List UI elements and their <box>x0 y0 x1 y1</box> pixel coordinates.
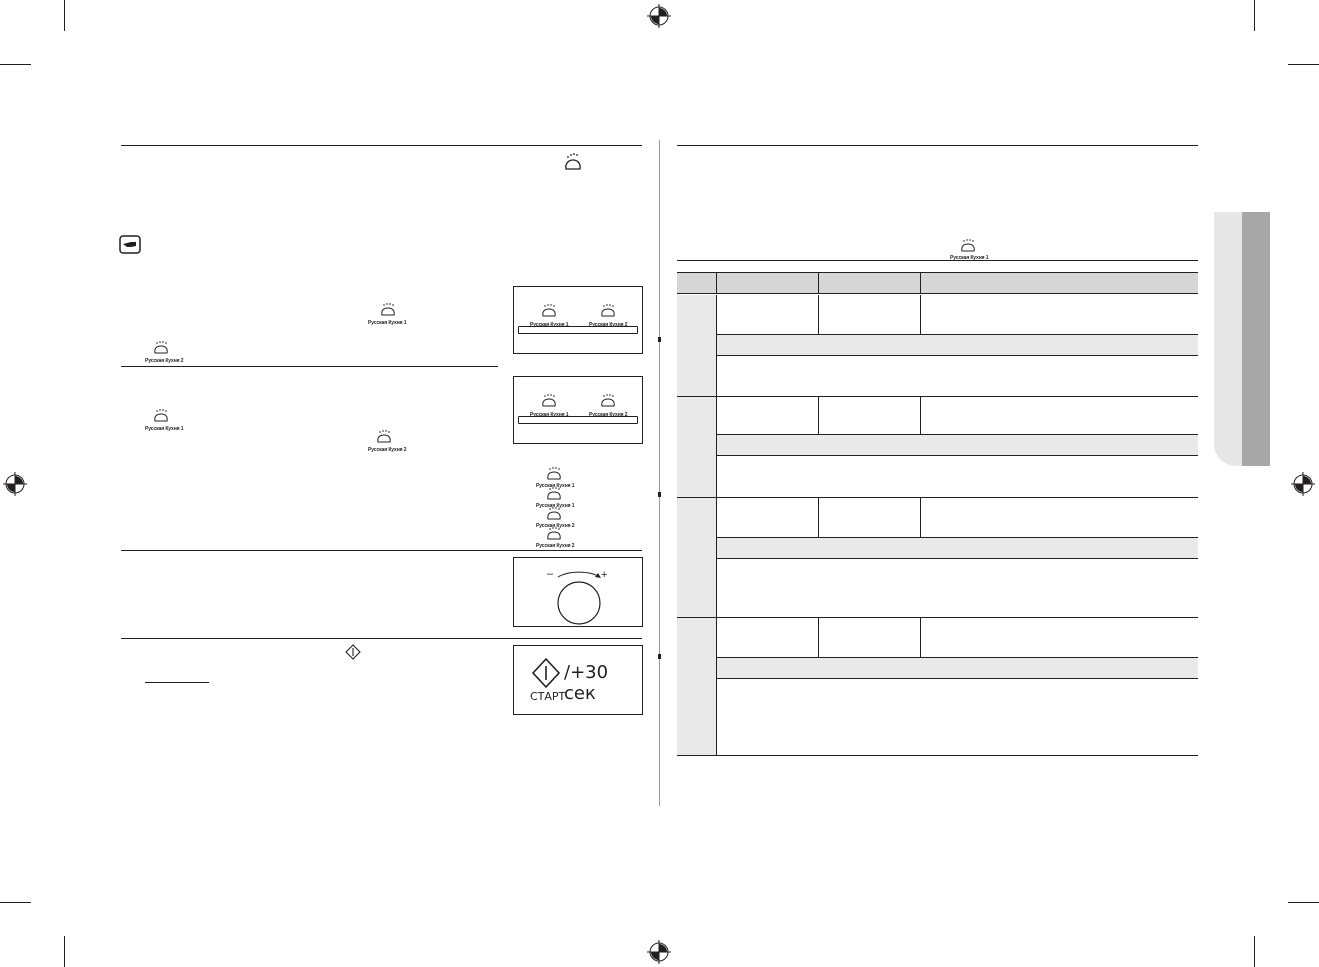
table-number-divider <box>716 295 717 755</box>
crop-mark <box>1254 936 1255 967</box>
table-header-divider <box>920 272 921 294</box>
underline-rule <box>145 682 209 683</box>
start-icon <box>531 657 561 689</box>
icon-label: Русская Кухня 1 <box>145 426 184 432</box>
registration-mark-icon <box>3 472 27 496</box>
table-header-divider <box>716 272 717 294</box>
icon-label: Русская Кухня 2 <box>368 447 407 453</box>
section-rule <box>677 260 1198 261</box>
table-instruction-band <box>717 657 1198 679</box>
start-button-illustration: /+30 сек СТАРТ <box>513 645 643 715</box>
icon-label: Русская Кухня 1 <box>536 483 575 489</box>
icon-label: Русская Кухня 2 <box>536 523 575 529</box>
page-divider <box>659 140 660 806</box>
display-bar <box>518 326 638 334</box>
cuisine-1-button: Русская Кухня 1 <box>530 393 570 418</box>
icon-label: Русская Кухня 2 <box>589 322 628 328</box>
table-bottom-rule <box>677 755 1198 756</box>
side-tab-light <box>1214 212 1242 466</box>
table-cell-divider <box>920 498 921 537</box>
icon-label: Русская Кухня 2 <box>589 412 628 418</box>
divider-tick <box>658 654 661 659</box>
crop-mark <box>0 902 31 903</box>
table-header <box>677 272 1198 294</box>
inline-cuisine-1-icon: Русская Кухня 1 <box>368 302 408 326</box>
table-cell-divider <box>818 295 819 334</box>
crop-mark <box>64 936 65 967</box>
table-cell-divider <box>920 397 921 434</box>
icon-label: Русская Кухня 1 <box>950 255 989 261</box>
icon-label: Русская Кухня 1 <box>530 412 569 418</box>
crop-mark <box>1288 902 1319 903</box>
section-rule <box>677 145 1198 146</box>
start-icon <box>345 644 361 660</box>
stack-item: Русская Кухня 1 <box>536 486 576 509</box>
control-panel-illustration: Русская Кухня 1 Русская Кухня 2 <box>513 376 643 444</box>
section-rule <box>121 638 642 639</box>
note-icon <box>119 235 141 254</box>
crop-mark <box>1288 64 1319 65</box>
header-cuisine-1-icon: Русская Кухня 1 <box>950 238 990 261</box>
russian-cuisine-icon <box>565 153 581 170</box>
cuisine-2-button: Русская Кухня 2 <box>589 303 629 328</box>
crop-mark <box>0 64 31 65</box>
table-cell-divider <box>920 618 921 657</box>
table-header-divider <box>818 272 819 294</box>
display-bar <box>518 416 638 424</box>
cuisine-2-button: Русская Кухня 2 <box>589 393 629 418</box>
stack-item: Русская Кухня 2 <box>536 506 576 529</box>
dial-plus-label: + <box>601 569 608 581</box>
table-instruction-band <box>717 434 1198 456</box>
icon-label: Русская Кухня 2 <box>536 543 575 549</box>
dial-illustration: – + <box>513 557 643 627</box>
registration-mark-icon <box>1291 472 1315 496</box>
registration-mark-icon <box>647 4 671 28</box>
divider-tick <box>658 492 661 497</box>
section-rule <box>121 550 642 551</box>
inline-cuisine-1-icon: Русская Кухня 1 <box>145 408 185 432</box>
table-instruction-band <box>717 334 1198 356</box>
table-cell-divider <box>920 295 921 334</box>
start-label: СТАРТ <box>530 690 566 703</box>
dial-minus-label: – <box>547 568 554 580</box>
inline-cuisine-2-icon: Русская Кухня 2 <box>145 340 185 364</box>
table-row-rule <box>677 396 1198 397</box>
control-panel-illustration: Русская Кухня 1 Русская Кухня 2 <box>513 286 643 354</box>
stack-item: Русская Кухня 1 <box>536 466 576 489</box>
side-tab-dark <box>1242 212 1270 466</box>
table-row-rule <box>677 617 1198 618</box>
table-cell-divider <box>818 498 819 537</box>
crop-mark <box>64 0 65 31</box>
time-add-label: /+30 сек <box>564 662 609 704</box>
section-rule <box>121 145 642 146</box>
icon-label: Русская Кухня 2 <box>145 358 184 364</box>
icon-label: Русская Кухня 1 <box>530 322 569 328</box>
cuisine-1-button: Русская Кухня 1 <box>530 303 570 328</box>
cuisine-icon-stack: Русская Кухня 1 Русская Кухня 1 Русская … <box>536 466 576 549</box>
inline-cuisine-2-icon: Русская Кухня 2 <box>368 429 408 453</box>
dial-knob-icon <box>557 571 601 625</box>
icon-label: Русская Кухня 1 <box>536 503 575 509</box>
registration-mark-icon <box>647 940 671 964</box>
crop-mark <box>1254 0 1255 31</box>
divider-tick <box>658 337 661 342</box>
stack-item: Русская Кухня 2 <box>536 526 576 549</box>
table-number-column <box>677 295 716 755</box>
table-instruction-band <box>717 537 1198 559</box>
table-cell-divider <box>818 618 819 657</box>
section-rule <box>121 366 498 367</box>
table-row-rule <box>677 497 1198 498</box>
table-cell-divider <box>818 397 819 434</box>
section-side-tab <box>1214 212 1270 466</box>
icon-label: Русская Кухня 1 <box>368 320 407 326</box>
